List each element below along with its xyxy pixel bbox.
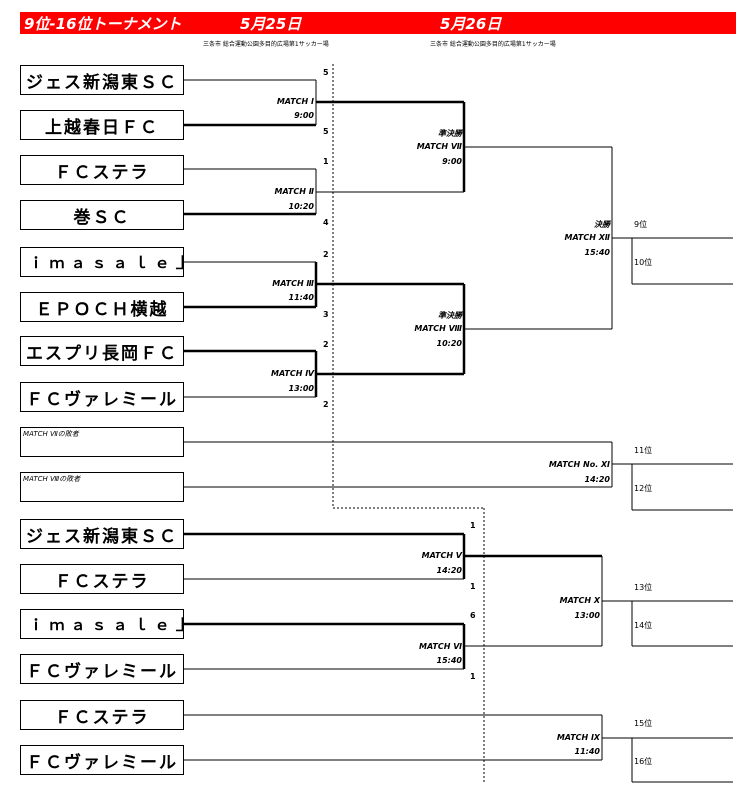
match-time: 15:40 <box>584 248 610 257</box>
match-time: 9:00 <box>442 157 462 166</box>
match-label: MATCH Ⅴ <box>421 551 462 560</box>
match-label: MATCH Ⅱ <box>274 187 314 196</box>
team-box: ＦＣステラ <box>20 700 184 730</box>
match-label: MATCH Ⅷ <box>414 324 462 333</box>
team-box: ＦＣヴァレミール <box>20 654 184 684</box>
score: 4 <box>323 218 329 227</box>
placeholder-label: MATCH Ⅷの敗者 <box>23 475 81 483</box>
day1-date: 5月25日 <box>240 15 302 33</box>
match-time: 14:20 <box>584 475 610 484</box>
round-label: 準決勝 <box>438 129 462 138</box>
tournament-title: 9位-16位トーナメント <box>24 15 182 33</box>
place-label: 16位 <box>634 757 653 766</box>
match-time: 14:20 <box>436 566 462 575</box>
match-label: MATCH Ⅵ <box>419 642 462 651</box>
placeholder-slot: MATCH Ⅷの敗者 <box>20 472 184 502</box>
team-box: Ｐｒｉｍａｓａｌｅ上越 <box>20 247 184 277</box>
match-time: 13:00 <box>574 611 600 620</box>
score: 2 <box>323 340 329 349</box>
header-bar <box>20 12 736 34</box>
place-label: 15位 <box>634 719 653 728</box>
team-box: ＦＣヴァレミール <box>20 745 184 775</box>
match-label: MATCH Ⅸ <box>556 733 600 742</box>
score: 1 <box>470 521 476 530</box>
match-label: MATCH Ⅲ <box>272 279 314 288</box>
day1-venue: 三条市 総合運動公園多目的広場第1サッカー場 <box>203 41 329 48</box>
score: 1 <box>323 157 329 166</box>
score: 1 <box>470 672 476 681</box>
placeholder-slot: MATCH Ⅶの敗者 <box>20 427 184 457</box>
place-label: 10位 <box>634 258 653 267</box>
score: 2 <box>323 400 329 409</box>
score: 2 <box>323 250 329 259</box>
place-label: 11位 <box>634 446 653 455</box>
score: 5 <box>323 68 329 77</box>
match-label: MATCH No. Ⅺ <box>548 460 610 469</box>
team-box: 巻ＳＣ <box>20 200 184 230</box>
score: 6 <box>470 611 476 620</box>
team-box: ＦＣヴァレミール <box>20 382 184 412</box>
place-label: 14位 <box>634 621 653 630</box>
day2-date: 5月26日 <box>440 15 502 33</box>
place-label: 9位 <box>634 220 648 229</box>
round-label: 準決勝 <box>438 311 462 320</box>
match-time: 15:40 <box>436 656 462 665</box>
match-time: 9:00 <box>294 111 314 120</box>
team-box: ＦＣステラ <box>20 155 184 185</box>
place-label: 13位 <box>634 583 653 592</box>
score: 5 <box>323 127 329 136</box>
match-label: MATCH Ⅰ <box>276 97 314 106</box>
team-box: Ｐｒｉｍａｓａｌｅ上越 <box>20 609 184 639</box>
placeholder-label: MATCH Ⅶの敗者 <box>23 430 79 438</box>
team-box: ＦＣステラ <box>20 564 184 594</box>
score: 1 <box>470 582 476 591</box>
match-time: 10:20 <box>288 202 314 211</box>
team-box: ＥＰＯＣＨ横越 <box>20 292 184 322</box>
match-label: MATCH Ⅶ <box>416 142 462 151</box>
team-box: 上越春日ＦＣ <box>20 110 184 140</box>
match-label: MATCH Ⅹ <box>559 596 600 605</box>
team-box: ジェス新潟東ＳＣ <box>20 65 184 95</box>
team-box: ジェス新潟東ＳＣ <box>20 519 184 549</box>
match-time: 11:40 <box>288 293 314 302</box>
place-label: 12位 <box>634 484 653 493</box>
score: 3 <box>323 310 329 319</box>
match-label: MATCH Ⅳ <box>271 369 314 378</box>
day2-venue: 三条市 総合運動公園多目的広場第1サッカー場 <box>430 41 556 48</box>
match-time: 13:00 <box>288 384 314 393</box>
match-time: 11:40 <box>574 747 600 756</box>
match-time: 10:20 <box>436 339 462 348</box>
team-box: エスプリ長岡ＦＣ <box>20 336 184 366</box>
round-label: 決勝 <box>594 220 610 229</box>
match-label: MATCH Ⅻ <box>564 233 610 242</box>
